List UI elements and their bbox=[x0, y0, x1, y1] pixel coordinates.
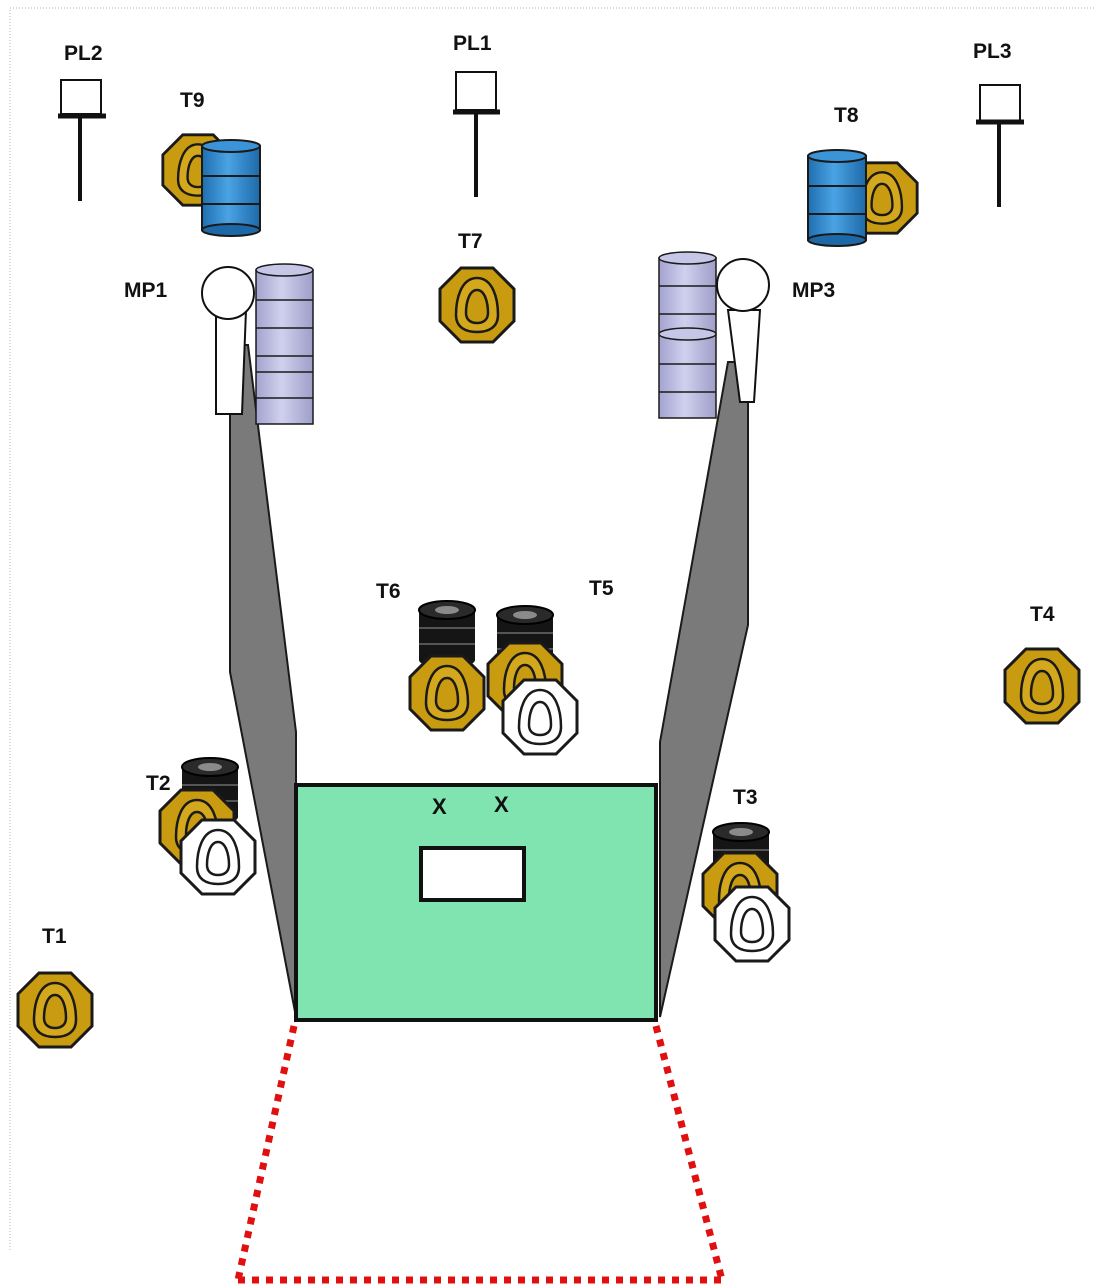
noshoot-t5 bbox=[501, 678, 579, 756]
label-t9: T9 bbox=[180, 89, 205, 112]
label-t6: T6 bbox=[376, 580, 401, 603]
mannequin-mp1 bbox=[201, 266, 255, 415]
label-mp1: MP1 bbox=[124, 279, 168, 302]
fault-lines bbox=[234, 1025, 726, 1284]
label-t1: T1 bbox=[42, 925, 67, 948]
label-t8: T8 bbox=[834, 104, 859, 127]
shooting-box bbox=[294, 783, 658, 1022]
label-t2: T2 bbox=[146, 772, 171, 795]
popper-pl1 bbox=[453, 71, 500, 197]
noshoot-t2 bbox=[179, 818, 257, 896]
mannequin-mp3 bbox=[716, 258, 770, 403]
label-t5: T5 bbox=[589, 577, 614, 600]
popper-pl2 bbox=[58, 79, 106, 201]
label-pl1: PL1 bbox=[453, 32, 492, 55]
target-t7 bbox=[438, 266, 516, 344]
label-pl2: PL2 bbox=[64, 42, 103, 65]
start-mark-right: X bbox=[494, 792, 509, 817]
target-t4 bbox=[1003, 647, 1081, 725]
label-pl3: PL3 bbox=[973, 40, 1012, 63]
wall-left bbox=[229, 344, 297, 1018]
target-t6 bbox=[408, 654, 486, 732]
barrel-blue-t9 bbox=[201, 139, 261, 237]
table bbox=[419, 846, 526, 902]
label-t3: T3 bbox=[733, 786, 758, 809]
label-t4: T4 bbox=[1030, 603, 1055, 626]
label-t7: T7 bbox=[458, 230, 483, 253]
target-t1 bbox=[16, 971, 94, 1049]
barrel-blue-t8 bbox=[807, 149, 867, 247]
label-mp3: MP3 bbox=[792, 279, 835, 302]
noshoot-t3 bbox=[713, 885, 791, 963]
start-mark-left: X bbox=[432, 794, 447, 819]
popper-pl3 bbox=[976, 84, 1024, 207]
barrels-lavender-mp3 bbox=[658, 251, 717, 419]
barrels-lavender-mp1 bbox=[255, 263, 314, 425]
